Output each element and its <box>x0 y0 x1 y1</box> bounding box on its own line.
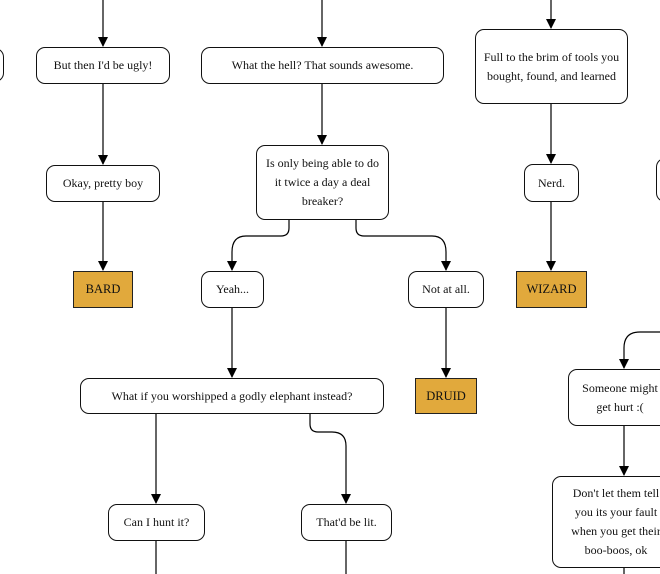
node-ugly: But then I'd be ugly! <box>36 47 170 84</box>
node-hunt-it: Can I hunt it? <box>108 504 205 541</box>
node-class-druid: DRUID <box>415 378 477 414</box>
node-tools: Full to the brim of tools you bought, fo… <box>475 29 628 104</box>
edge-deal-breaker-to-not-at-all <box>355 220 451 271</box>
node-lit: That'd be lit. <box>301 504 392 541</box>
edge-elephant-to-lit <box>309 414 351 504</box>
partial-node-right <box>656 158 660 202</box>
node-yeah: Yeah... <box>201 271 264 308</box>
node-pretty-boy: Okay, pretty boy <box>46 165 160 202</box>
node-nerd: Nerd. <box>524 164 579 202</box>
edge-deal-breaker-to-yeah <box>227 220 290 271</box>
node-deal-breaker: Is only being able to do it twice a day … <box>256 145 389 220</box>
node-not-at-all: Not at all. <box>408 271 484 308</box>
edge-offscreen-to-someone-hurt <box>619 331 660 369</box>
node-someone-hurt: Someone might get hurt :( <box>568 369 660 426</box>
node-elephant: What if you worshipped a godly elephant … <box>80 378 384 414</box>
node-awesome: What the hell? That sounds awesome. <box>201 47 444 84</box>
node-boo-boos: Don't let them tell you its your fault w… <box>552 476 660 568</box>
node-class-wizard: WIZARD <box>516 271 587 308</box>
node-class-bard: BARD <box>73 271 133 308</box>
